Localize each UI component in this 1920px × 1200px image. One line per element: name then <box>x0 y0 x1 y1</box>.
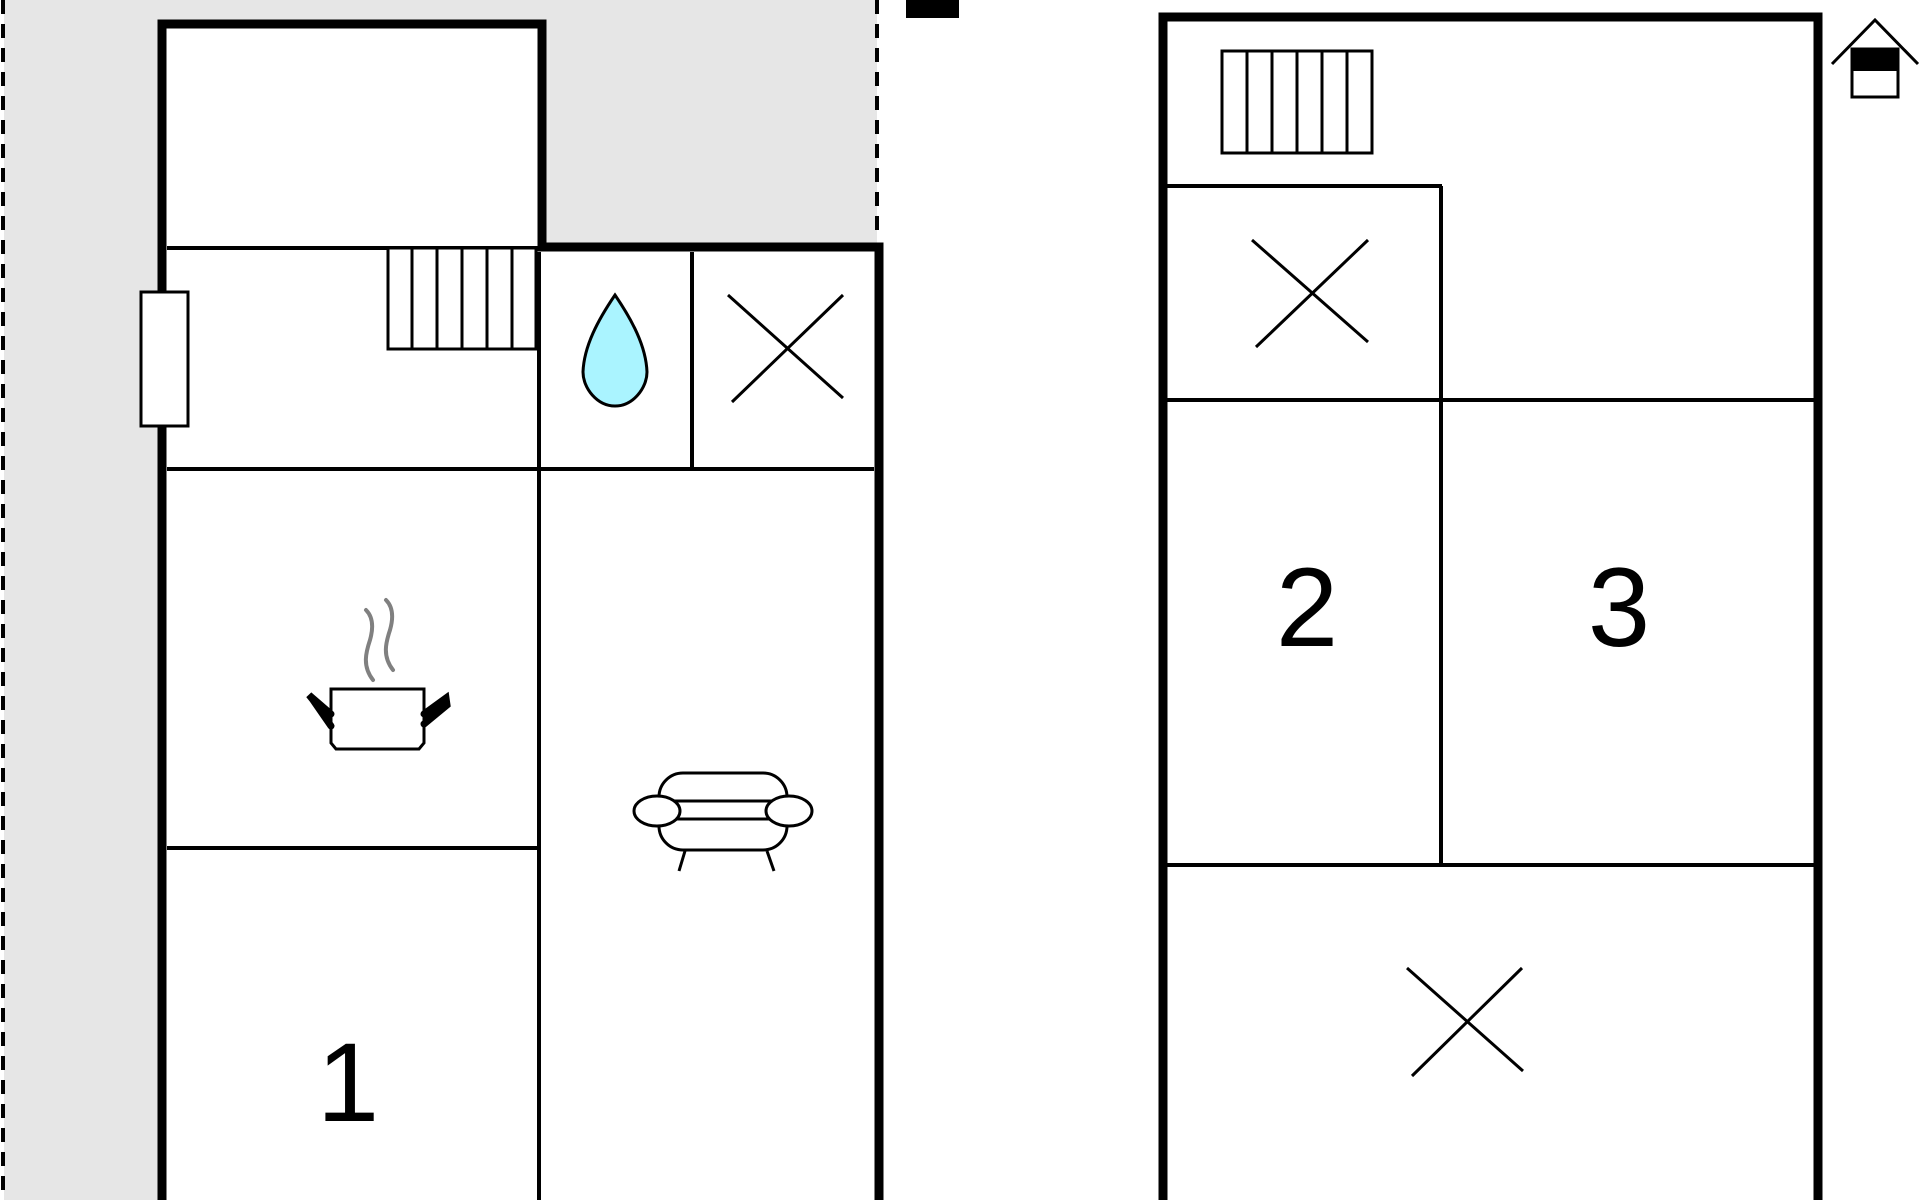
cooking-pot-icon <box>306 598 451 751</box>
sofa-icon <box>632 771 814 872</box>
upper-floor-outer-wall <box>1158 12 1823 1200</box>
upper-floor-interior-walls <box>1167 184 1814 867</box>
cross-icon <box>1406 966 1524 1078</box>
upper-floor-house-icon <box>1830 17 1920 99</box>
ground-floor-plan: 1 <box>1 0 959 1200</box>
water-drop-icon <box>581 292 649 408</box>
ground-floor-interior <box>167 30 874 1200</box>
upper-floor-plan: 2 3 <box>1158 12 1920 1200</box>
staircase-icon <box>1220 49 1374 155</box>
room-number-2: 2 <box>1276 545 1338 670</box>
room-number-1: 1 <box>317 1020 379 1145</box>
ground-floor-outer-wall <box>157 19 884 1200</box>
outdoor-area <box>4 0 877 1200</box>
wall-stub <box>906 0 959 18</box>
cross-icon <box>726 293 845 404</box>
window <box>139 290 190 428</box>
cross-icon <box>1251 238 1370 349</box>
room-number-3: 3 <box>1588 545 1650 670</box>
staircase-icon <box>386 246 538 351</box>
